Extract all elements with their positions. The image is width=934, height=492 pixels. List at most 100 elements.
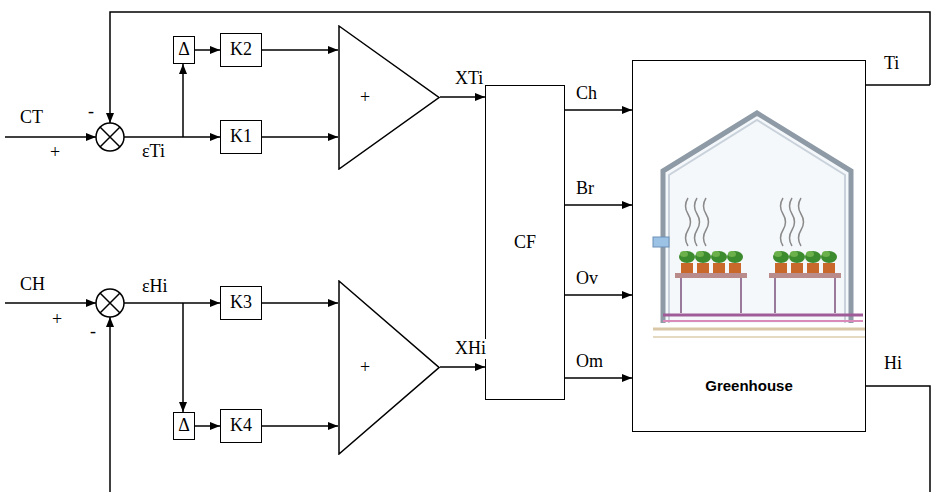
signal-label: εTi [142,142,165,162]
block-label: K2 [230,40,252,60]
controller-box: CF [485,85,565,400]
drawing-part [807,263,819,273]
block-label: Δ [178,416,190,436]
gain-block: K3 [220,286,262,320]
drawing-part [182,303,184,412]
drawing-part [96,289,124,317]
signal-label: + [52,310,62,330]
drawing-part [822,251,830,257]
signal-label: + [50,143,60,163]
delta-block: Δ [173,412,195,440]
drawing-part [805,251,821,263]
signal-label: - [88,102,94,122]
gain-block: K1 [220,120,262,154]
signal-arrow [565,294,632,296]
block-label: + [360,88,370,108]
block-label: K4 [230,416,252,436]
signal-arrow [195,425,220,427]
drawing-part [866,386,930,492]
signal-arrow [262,302,338,304]
signal-arrow [565,377,632,379]
drawing-part [663,320,863,322]
drawing-part [663,113,851,323]
triangle-outline [338,280,440,455]
drawing-part [5,302,96,304]
drawing-part [182,64,184,137]
drawing-part [124,302,220,304]
block-label: K3 [230,293,252,313]
drawing-part [769,273,841,278]
triangle-outline [338,25,440,170]
drawing-part [789,251,805,263]
triangle-shape [339,281,439,454]
drawing-part [823,263,835,273]
drawing-part [5,12,930,492]
signal-arrow [440,366,485,368]
drawing-part [790,251,798,257]
triangle-shape [339,26,439,169]
drawing-part [775,263,787,273]
drawing-part [711,251,727,263]
block-label: + [360,358,370,378]
drawing-part [697,263,709,273]
signal-arrow [565,204,632,206]
signal-arrow [262,49,338,51]
drawing-part [695,251,711,263]
box-title: Greenhouse [633,377,865,394]
signal-label: Br [575,179,595,199]
drawing-part [124,136,220,138]
drawing-part [729,263,741,273]
drawing-part [790,198,795,246]
drawing-part [663,113,851,323]
delta-block: Δ [173,36,195,64]
drawing-part [109,317,111,492]
adder-triangle: + [338,25,440,170]
drawing-part [100,293,120,313]
signal-arrow [440,96,485,98]
drawing-part [679,251,695,263]
signal-label: CT [20,108,43,128]
drawing-part [100,127,120,147]
signal-label: - [90,322,96,342]
signal-label: Ch [575,84,598,104]
signal-arrow [262,136,338,138]
drawing-part [696,251,704,257]
signal-label: CH [20,275,45,295]
signal-label: XTi [454,69,484,89]
greenhouse-box: Greenhouse [632,60,866,432]
gain-block: K2 [220,33,262,67]
drawing-part [821,251,837,263]
drawing-part [680,251,688,257]
drawing-part [681,278,741,313]
drawing-part [663,314,863,317]
drawing-part [5,136,96,138]
drawing-part [712,251,720,257]
drawing-part [791,263,803,273]
signal-label: XHi [454,339,487,359]
drawing-part [775,278,835,313]
adder-triangle: + [338,280,440,455]
drawing-part [96,123,124,151]
drawing-part [806,251,814,257]
gain-block: K4 [220,409,262,443]
drawing-part [727,251,743,263]
drawing-part [704,198,709,246]
drawing-part [695,198,700,246]
drawing-part [675,273,747,278]
block-label: CF [514,233,536,253]
signal-arrow [195,49,220,51]
drawing-part [773,251,789,263]
drawing-part [728,251,736,257]
drawing-part [653,336,865,338]
signal-label: Om [575,352,604,372]
drawing-part [669,120,845,323]
signal-label: εHi [142,277,168,297]
drawing-part [686,198,691,246]
signal-arrow [565,109,632,111]
drawing-part [866,84,930,86]
signal-label: Ov [575,269,599,289]
block-label: Δ [178,40,190,60]
drawing-part [774,251,782,257]
block-label: K1 [230,127,252,147]
